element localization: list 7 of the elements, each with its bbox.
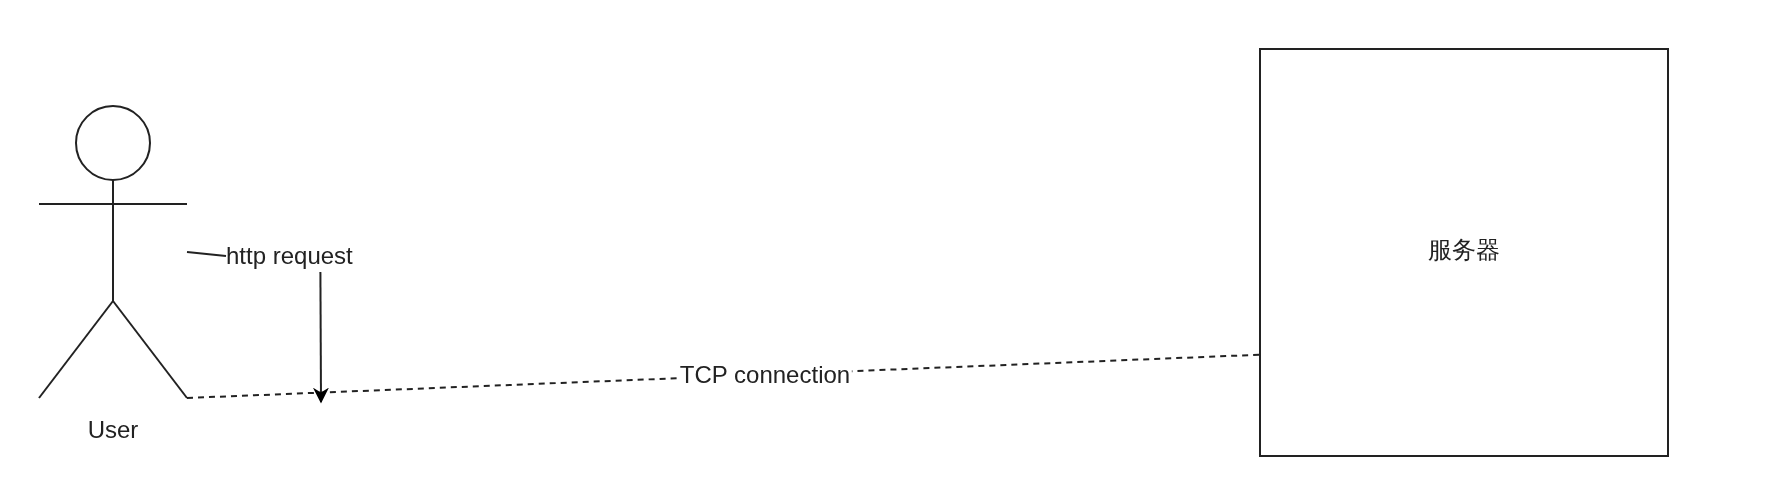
arrow bbox=[312, 271, 329, 404]
actor-figure bbox=[39, 104, 187, 398]
server-box bbox=[1259, 48, 1669, 457]
request-label: http request bbox=[226, 242, 353, 270]
box-label: 服务器 bbox=[1428, 234, 1500, 265]
connector-line bbox=[186, 251, 227, 257]
actor-label: User bbox=[87, 416, 139, 444]
